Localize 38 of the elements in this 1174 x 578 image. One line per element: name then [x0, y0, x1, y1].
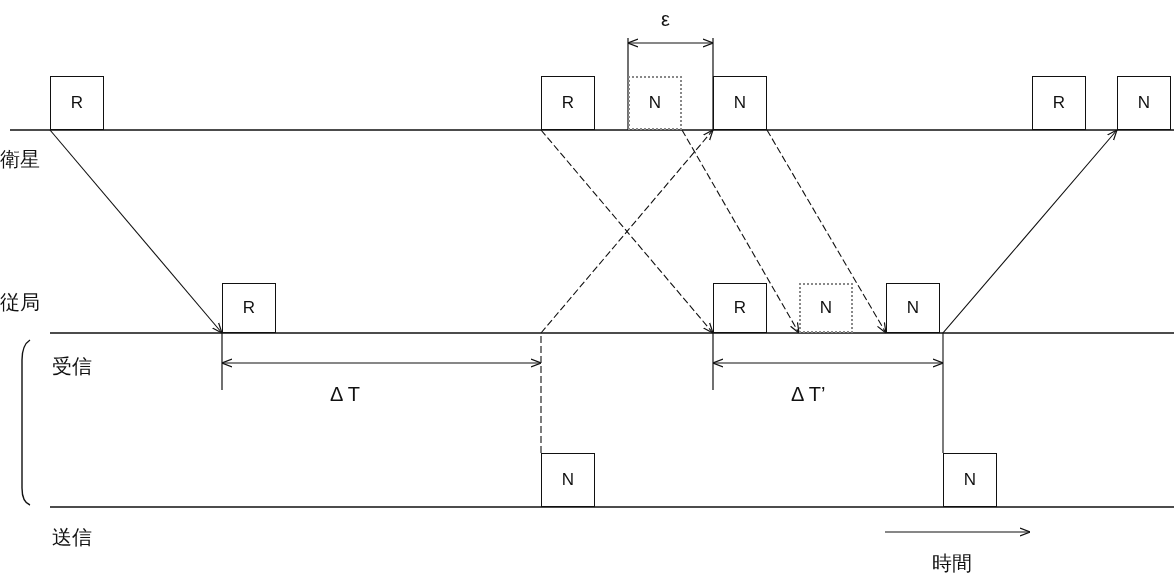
- arrow: [766, 129, 887, 334]
- axis-label: 時間: [932, 550, 972, 577]
- packet-box: [713, 76, 767, 130]
- packet-box: [541, 76, 595, 130]
- packet-label: N: [819, 298, 833, 318]
- row-label: 受信: [52, 353, 92, 380]
- arrow: [49, 129, 223, 334]
- packet-label: N: [561, 470, 575, 490]
- row-label: 従局: [0, 289, 40, 316]
- row-label: 送信: [52, 524, 92, 551]
- packet-label: N: [733, 93, 747, 113]
- arrow: [942, 129, 1118, 454]
- symbol: ε: [661, 8, 670, 31]
- packet-label: R: [561, 93, 575, 113]
- dimension-label: Δ T’: [791, 383, 826, 406]
- arrow: [681, 129, 800, 334]
- arrow: [540, 129, 714, 334]
- packet-label: N: [906, 298, 920, 318]
- packet-label: N: [648, 93, 662, 113]
- dotted-packet-box: [628, 76, 682, 130]
- packet-box: [713, 283, 767, 333]
- row-label: 衛星: [0, 146, 40, 173]
- packet-label: R: [70, 93, 84, 113]
- packet-box: [50, 76, 104, 130]
- dotted-packet-box: [799, 283, 853, 333]
- packet-label: N: [1137, 93, 1151, 113]
- packet-label: R: [733, 298, 747, 318]
- packet-box: [943, 453, 997, 507]
- packet-box: [1032, 76, 1086, 130]
- dimension-label: Δ T: [330, 383, 361, 406]
- packet-box: [222, 283, 276, 333]
- packet-box: [541, 453, 595, 507]
- packet-label: R: [242, 298, 256, 318]
- arrow: [540, 129, 714, 454]
- packet-box: [1117, 76, 1171, 130]
- packet-box: [886, 283, 940, 333]
- packet-label: R: [1052, 93, 1066, 113]
- packet-label: N: [963, 470, 977, 490]
